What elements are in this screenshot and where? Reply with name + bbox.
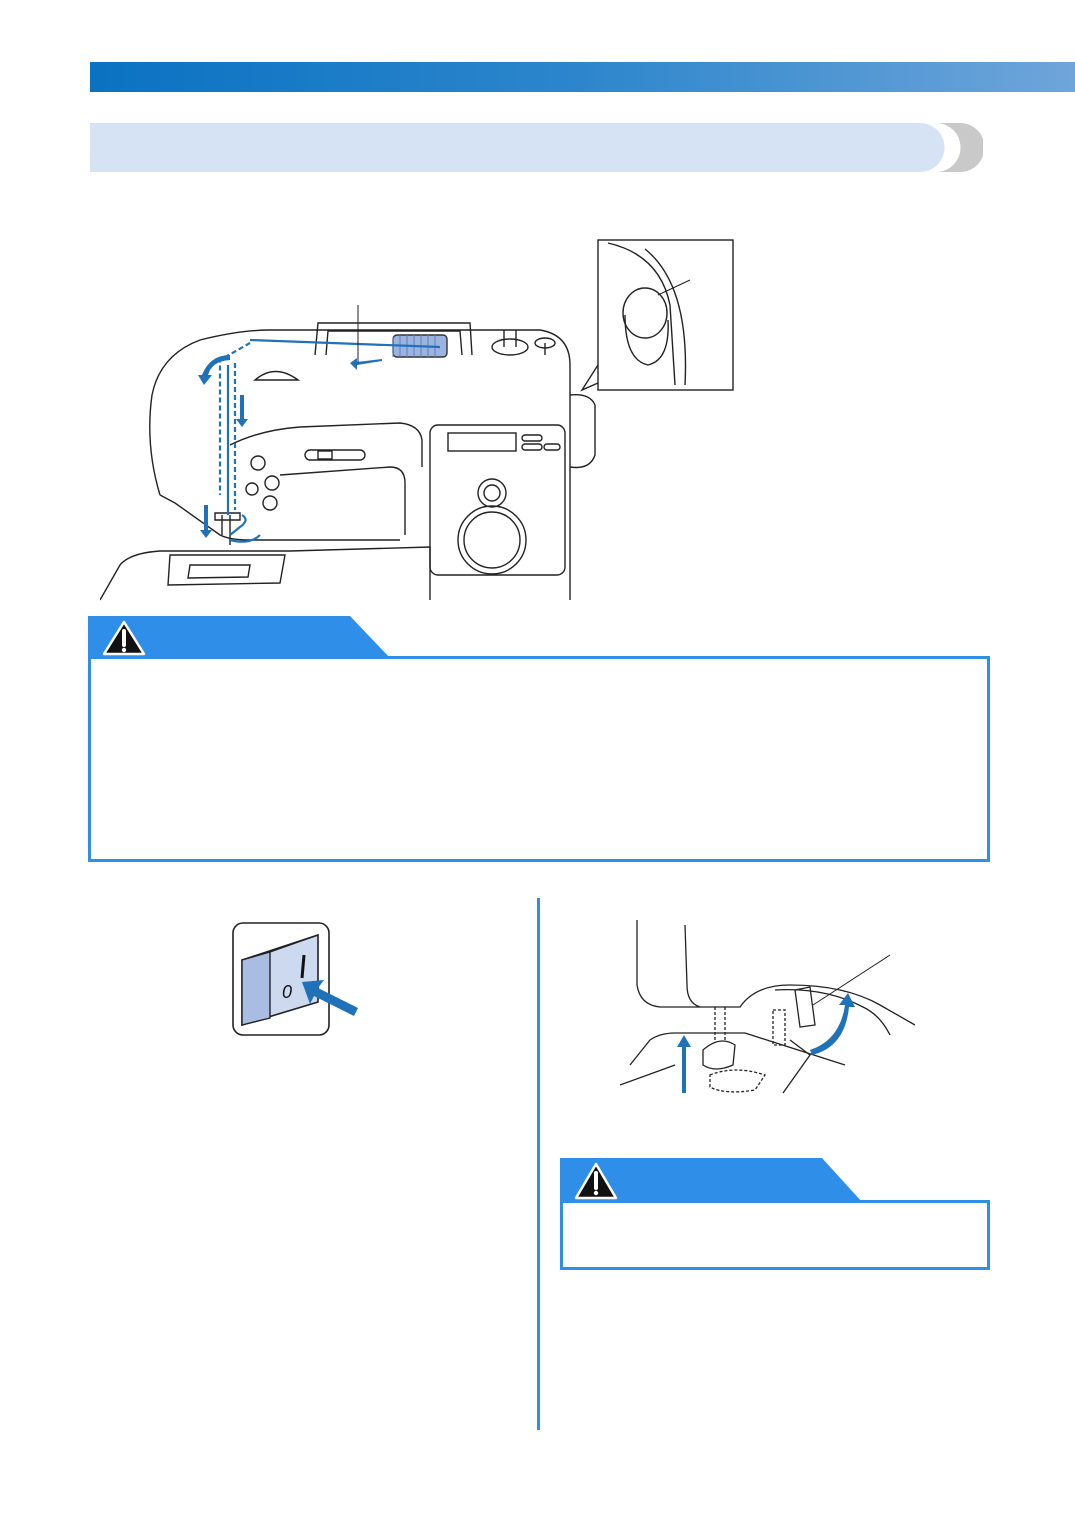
sewing-machine-threading-illustration [100, 239, 734, 601]
warning-triangle-icon [574, 1162, 618, 1200]
section-header-cap [898, 123, 983, 172]
warning-tab-secondary [560, 1158, 862, 1202]
warning-triangle-icon [102, 620, 146, 656]
warning-tab [88, 616, 390, 658]
warning-box-secondary [560, 1200, 990, 1270]
svg-text:0: 0 [282, 982, 292, 1002]
presser-foot-lever-illustration [619, 920, 915, 1094]
section-header-band [90, 123, 925, 172]
column-divider [537, 898, 540, 1430]
top-header-band [90, 62, 1075, 92]
power-switch-icon: 0 [232, 922, 358, 1036]
warning-box [88, 656, 990, 862]
